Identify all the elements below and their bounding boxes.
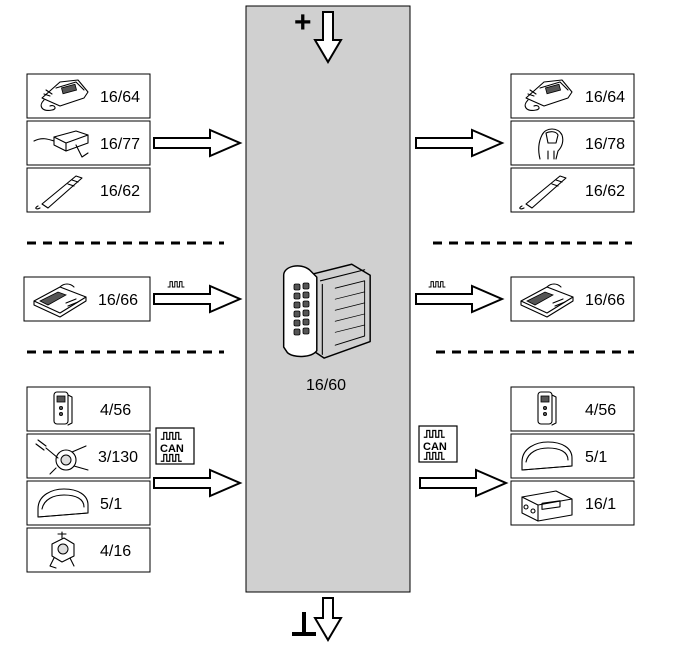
- component-label: 16/1: [585, 496, 616, 513]
- right-can-bus-badge: CAN: [418, 425, 458, 463]
- left-group-1-arrow: [153, 128, 243, 158]
- left-component-16-64: 16/64: [26, 73, 151, 119]
- left-group-3-arrow: [153, 468, 243, 498]
- ground-arrow-down: [313, 597, 343, 642]
- component-label: 4/56: [100, 402, 131, 419]
- right-group-2-arrow: [415, 284, 505, 314]
- component-label: 16/66: [98, 292, 138, 309]
- left-component-4-56: 4/56: [26, 386, 151, 432]
- svg-text:CAN: CAN: [423, 441, 447, 453]
- right-group-3-arrow: [419, 468, 509, 498]
- component-label: 16/64: [100, 89, 140, 106]
- component-label: 16/77: [100, 136, 140, 153]
- left-group-3: 4/56 3/130 5/1 4/16: [26, 386, 151, 573]
- right-component-4-56: 4/56: [510, 386, 635, 432]
- positive-supply-symbol: +: [294, 6, 312, 39]
- component-label: 4/16: [100, 543, 131, 560]
- right-component-5-1: 5/1: [510, 433, 635, 479]
- left-group-1: 16/64 16/77 16/62: [26, 73, 151, 213]
- component-label: 3/130: [98, 449, 138, 466]
- module-label: 16/60: [306, 377, 346, 394]
- right-component-16-64: 16/64: [510, 73, 635, 119]
- left-component-16-77: 16/77: [26, 120, 151, 166]
- left-group-2: 16/66: [23, 276, 151, 322]
- component-label: 5/1: [100, 496, 122, 513]
- left-component-3-130: 3/130: [26, 433, 151, 479]
- left-component-16-62: 16/62: [26, 167, 151, 213]
- component-label: 16/62: [100, 183, 140, 200]
- right-component-16-66: 16/66: [510, 276, 635, 322]
- left-pulse-signal-icon: [167, 281, 185, 288]
- ground-symbol: [292, 612, 316, 636]
- right-component-16-78: 16/78: [510, 120, 635, 166]
- component-label: 16/62: [585, 183, 625, 200]
- left-component-16-66: 16/66: [23, 276, 151, 322]
- component-label: 16/64: [585, 89, 625, 106]
- right-group-2: 16/66: [510, 276, 635, 322]
- right-group-3: 4/56 5/1 16/1: [510, 386, 635, 526]
- right-component-16-1: 16/1: [510, 480, 635, 526]
- right-pulse-signal-icon: [428, 281, 446, 288]
- right-group-1-arrow: [415, 128, 505, 158]
- component-label: 5/1: [585, 449, 607, 466]
- control-module-drawing: [282, 263, 371, 359]
- right-group-1: 16/64 16/78 16/62: [510, 73, 635, 213]
- component-label: 4/56: [585, 402, 616, 419]
- supply-arrow-down: [313, 11, 343, 64]
- right-component-16-62: 16/62: [510, 167, 635, 213]
- left-group-2-arrow: [153, 284, 243, 314]
- left-can-bus-badge: CAN: [155, 427, 195, 465]
- left-component-5-1: 5/1: [26, 480, 151, 526]
- svg-text:CAN: CAN: [160, 443, 184, 455]
- central-module-panel: [245, 5, 411, 593]
- component-label: 16/66: [585, 292, 625, 309]
- component-label: 16/78: [585, 136, 625, 153]
- left-component-4-16: 4/16: [26, 527, 151, 573]
- ecu-button-grid: [293, 282, 310, 336]
